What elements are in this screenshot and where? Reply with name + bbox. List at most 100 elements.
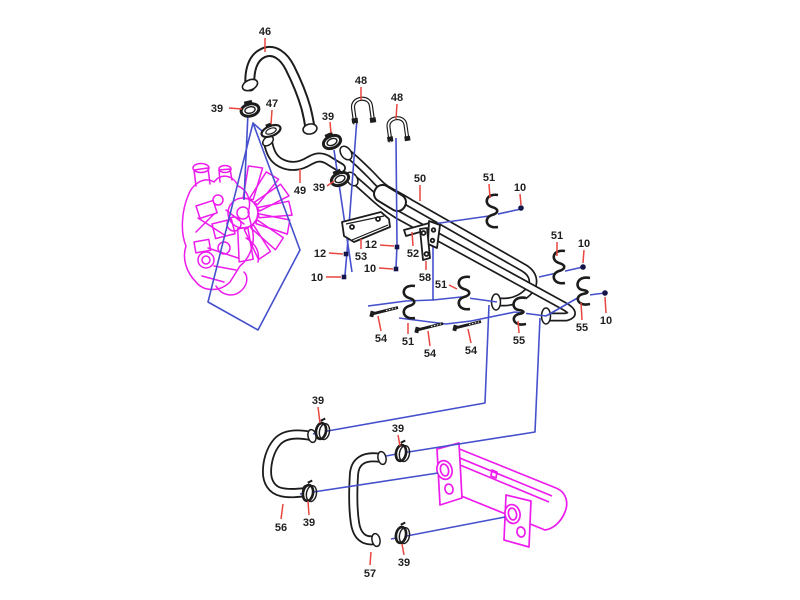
leader-line [427,330,431,347]
part-label-47: 47 [266,98,278,110]
clamp-39 [393,438,413,464]
leader-line [395,103,398,120]
clamp-51 [485,193,500,229]
part-label-53: 53 [355,251,367,263]
part-label-48: 48 [355,75,367,87]
clamp-39 [237,97,262,120]
part-label-46: 46 [259,26,271,38]
part-label-48: 48 [391,92,403,104]
hose-57 [348,450,387,548]
part-label-10: 10 [364,263,376,275]
leader-line [228,107,243,110]
clamp-39 [393,520,413,546]
engine-fan-icon [227,165,293,263]
bolt-12 [394,244,400,250]
cooler-left-port [435,442,463,506]
bolt-12 [343,251,349,257]
leader-line [270,109,273,125]
clamp-55 [576,276,592,306]
bolt-10 [393,266,399,272]
clamp-51 [457,275,472,311]
hose-49 [261,135,346,173]
cooler-front-port [503,494,532,548]
fasteners [237,97,608,546]
part-label-39: 39 [392,423,404,435]
part-label-49: 49 [294,185,306,197]
leader-line [488,183,491,199]
leader-line [328,252,344,255]
part-label-58: 58 [419,272,431,284]
part-label-51: 51 [402,336,414,348]
leader-line [467,328,472,344]
pipe-sleeve [373,183,407,213]
leader-line [377,315,382,332]
part-label-52: 52 [407,248,419,260]
part-label-51: 51 [551,230,563,242]
leader-line [604,296,607,314]
part-label-12: 12 [365,239,377,251]
engine-illustration [181,162,293,296]
brackets [341,211,441,261]
clamp-47 [260,122,282,139]
part-label-54: 54 [424,348,437,360]
assembly-line [385,317,541,457]
leader-line [280,503,284,520]
part-label-56: 56 [275,522,287,534]
detail-outline-polygon [207,122,301,331]
leader-line [411,231,414,247]
leader-line [317,406,321,424]
leader-line [379,244,395,247]
leader-line [580,302,583,321]
part-label-57: 57 [364,568,376,580]
leader-line [517,320,520,334]
bracket-53 [341,211,391,243]
part-label-39: 39 [211,103,223,115]
clamp-55 [512,296,528,326]
oil-cooler-illustration [435,442,568,548]
bracket-58 [419,227,431,261]
leader-line [448,284,458,290]
clamp-51 [552,249,567,285]
leader-line [582,249,585,264]
assembly-line [243,112,249,201]
clamp-51 [402,284,417,320]
part-label-39: 39 [303,517,315,529]
leader-line [369,551,372,566]
assembly-line [312,304,490,435]
assembly-line [299,472,439,495]
bolt-10 [580,264,586,270]
part-label-54: 54 [375,333,388,345]
bolt-54 [367,306,400,319]
part-label-10: 10 [514,182,526,194]
assembly-line [252,122,263,132]
leader-line [519,193,522,206]
leader-line [329,121,332,134]
part-label-12: 12 [314,248,326,260]
part-label-10: 10 [578,238,590,250]
part-label-10: 10 [600,315,612,327]
part-label-39: 39 [398,557,410,569]
leader-line [401,543,405,556]
pipe-50-lower [345,171,576,325]
part-label-39: 39 [322,111,334,123]
hose-46 [241,46,318,135]
part-label-54: 54 [465,345,478,357]
clamp-39 [313,416,333,442]
part-label-51: 51 [435,279,447,291]
assembly-line [367,299,434,307]
u-bolt-48 [382,114,413,146]
pipes [339,145,576,325]
part-label-10: 10 [311,272,323,284]
part-label-39: 39 [313,182,325,194]
part-label-55: 55 [576,322,588,334]
leader-line [378,267,394,270]
clamp-39 [326,165,353,190]
bolt-10 [518,205,524,211]
leader-line [326,180,335,187]
assembly-line [390,516,506,540]
part-label-51: 51 [483,172,495,184]
hoses [241,46,387,548]
part-label-55: 55 [513,335,525,347]
